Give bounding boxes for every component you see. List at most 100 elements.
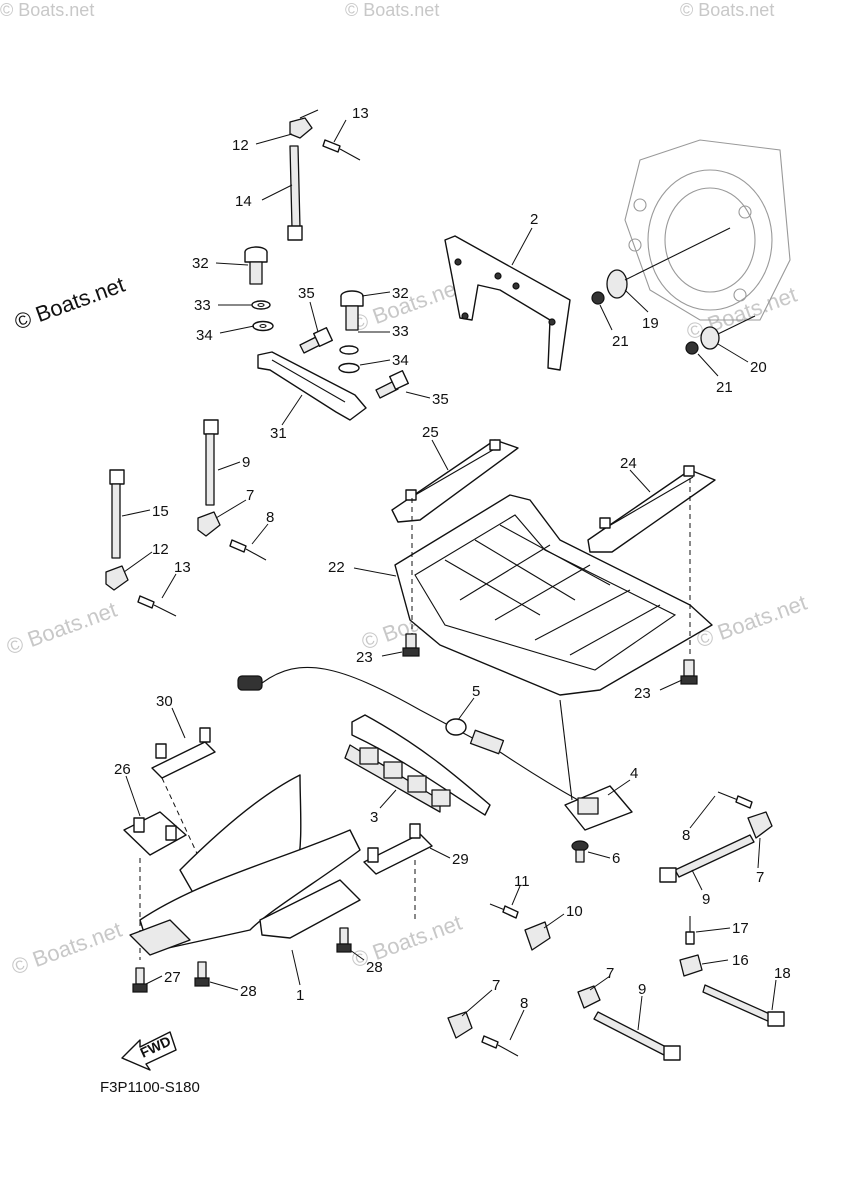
callout-22: 22 bbox=[328, 559, 345, 576]
washer-part-34-left bbox=[252, 320, 274, 332]
callout-23-right: 23 bbox=[634, 685, 651, 702]
callout-19: 19 bbox=[642, 315, 659, 332]
callout-11: 11 bbox=[514, 873, 530, 890]
nut-part-21-b bbox=[685, 341, 699, 355]
plate-part-2 bbox=[444, 235, 571, 371]
callout-17: 17 bbox=[732, 920, 749, 937]
bolt-part-32-left bbox=[244, 246, 268, 285]
callout-5: 5 bbox=[472, 683, 480, 700]
cable-tie-part-9-left bbox=[203, 419, 219, 506]
callout-29: 29 bbox=[452, 851, 469, 868]
callout-7: 7 bbox=[246, 487, 254, 504]
callout-35-right: 35 bbox=[432, 391, 449, 408]
cable-tie-part-18 bbox=[702, 984, 785, 1027]
cable-tie-part-14 bbox=[287, 145, 303, 241]
sensor-part-4 bbox=[564, 785, 633, 831]
callout-16: 16 bbox=[732, 952, 749, 969]
pin-part-8-right bbox=[717, 791, 753, 809]
watermark: © Boats.net bbox=[3, 597, 120, 660]
callout-9: 9 bbox=[242, 454, 250, 471]
callout-27: 27 bbox=[164, 969, 181, 986]
cable-tie-part-15 bbox=[109, 469, 125, 559]
screw-part-35-right bbox=[375, 369, 410, 399]
washer-part-33-left bbox=[251, 300, 271, 310]
pad-part-3 bbox=[344, 714, 491, 816]
cable-tie-part-9-bottom bbox=[593, 1011, 681, 1061]
callout-21-b: 21 bbox=[716, 379, 733, 396]
callout-30: 30 bbox=[156, 693, 173, 710]
cable-part-5 bbox=[237, 666, 579, 801]
washer-part-33-right bbox=[339, 345, 359, 355]
callout-32-right: 32 bbox=[392, 285, 409, 302]
bolt-part-28-right bbox=[336, 927, 352, 953]
watermark: © Boats.net bbox=[345, 0, 439, 20]
callout-15: 15 bbox=[152, 503, 169, 520]
clip-part-7-right bbox=[747, 811, 773, 839]
watermark: © Boats.net bbox=[8, 917, 125, 980]
callout-34: 34 bbox=[196, 327, 213, 344]
callout-7-bottom: 7 bbox=[606, 965, 614, 982]
forward-arrow-icon: FWD bbox=[121, 1031, 177, 1071]
callout-7-bottom-left: 7 bbox=[492, 977, 500, 994]
nut-part-21-a bbox=[591, 291, 605, 305]
callout-35: 35 bbox=[298, 285, 315, 302]
callout-28-right: 28 bbox=[366, 959, 383, 976]
callout-33: 33 bbox=[194, 297, 211, 314]
watermark: © Boats.net bbox=[680, 0, 774, 20]
callout-28-left: 28 bbox=[240, 983, 257, 1000]
pin-part-8-bottom bbox=[481, 1035, 519, 1057]
screw-part-6 bbox=[571, 840, 589, 863]
damper-part-19 bbox=[606, 227, 731, 299]
callout-12-left: 12 bbox=[152, 541, 169, 558]
rail-part-25 bbox=[391, 439, 519, 523]
callout-8: 8 bbox=[266, 509, 274, 526]
callout-34-right: 34 bbox=[392, 352, 409, 369]
callout-6: 6 bbox=[612, 850, 620, 867]
clip-part-7-bottom bbox=[577, 985, 601, 1009]
callout-4: 4 bbox=[630, 765, 638, 782]
pump-housing-outline bbox=[624, 139, 791, 321]
clip-part-7-left bbox=[197, 511, 221, 537]
bolt-part-27 bbox=[132, 967, 148, 993]
pin-part-13-left bbox=[137, 595, 177, 617]
callout-32: 32 bbox=[192, 255, 209, 272]
callout-layer: 12 13 14 2 32 33 34 35 32 33 34 35 31 21… bbox=[114, 105, 791, 1041]
callout-14: 14 bbox=[235, 193, 252, 210]
callout-3: 3 bbox=[370, 809, 378, 826]
cable-tie-part-9-right bbox=[659, 834, 755, 883]
callout-13: 13 bbox=[352, 105, 369, 122]
plate-part-29 bbox=[363, 823, 433, 920]
callout-8-bottom: 8 bbox=[520, 995, 528, 1012]
pin-part-8-left bbox=[229, 539, 267, 561]
diagram-reference-code: F3P1100-S180 bbox=[100, 1079, 200, 1096]
callout-21: 21 bbox=[612, 333, 629, 350]
callout-33-right: 33 bbox=[392, 323, 409, 340]
clip-part-10 bbox=[524, 921, 551, 951]
watermark: © Boats.net bbox=[693, 590, 810, 653]
callout-26: 26 bbox=[114, 761, 131, 778]
rail-part-24 bbox=[587, 465, 716, 553]
pin-part-11 bbox=[489, 903, 519, 919]
clip-part-12-left bbox=[105, 565, 129, 591]
pin-part-13-top bbox=[322, 139, 361, 161]
clip-part-12-top bbox=[289, 109, 319, 139]
callout-10: 10 bbox=[566, 903, 583, 920]
callout-20: 20 bbox=[750, 359, 767, 376]
watermark: © Boats.net bbox=[0, 0, 94, 20]
clip-part-16 bbox=[679, 954, 703, 977]
damper-part-20 bbox=[700, 315, 756, 350]
bracket-part-31 bbox=[257, 351, 367, 421]
screw-part-35-left bbox=[299, 326, 334, 354]
bolt-part-23-left bbox=[402, 633, 420, 657]
callout-18: 18 bbox=[774, 965, 791, 982]
bolt-part-28-left bbox=[194, 961, 210, 987]
callout-23-left: 23 bbox=[356, 649, 373, 666]
callout-8-right: 8 bbox=[682, 827, 690, 844]
bolt-part-23-right bbox=[680, 659, 698, 685]
callout-9-bottom: 9 bbox=[638, 981, 646, 998]
callout-7-right: 7 bbox=[756, 869, 764, 886]
callout-9-right: 9 bbox=[702, 891, 710, 908]
plate-part-30 bbox=[151, 727, 216, 861]
bolt-part-32-right bbox=[340, 290, 364, 331]
